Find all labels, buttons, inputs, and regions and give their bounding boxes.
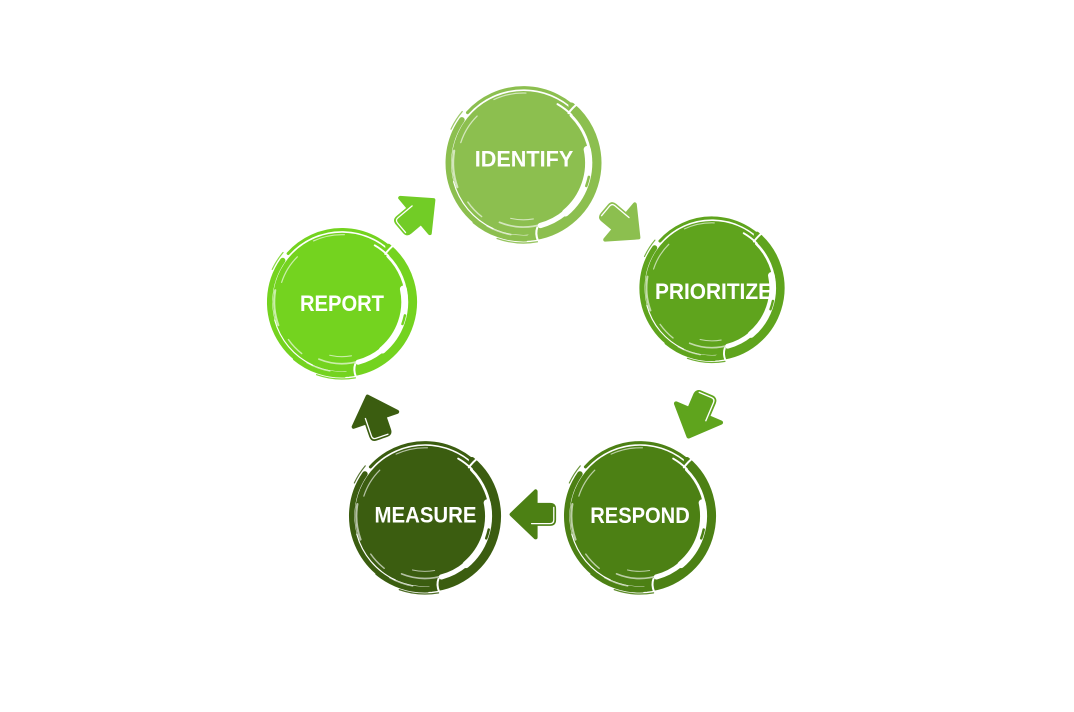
svg-text:MEASURE: MEASURE: [375, 503, 477, 528]
svg-text:RESPOND: RESPOND: [590, 503, 690, 528]
svg-text:PRIORITIZE: PRIORITIZE: [655, 279, 772, 304]
svg-text:REPORT: REPORT: [300, 291, 384, 316]
svg-text:IDENTIFY: IDENTIFY: [475, 147, 574, 172]
